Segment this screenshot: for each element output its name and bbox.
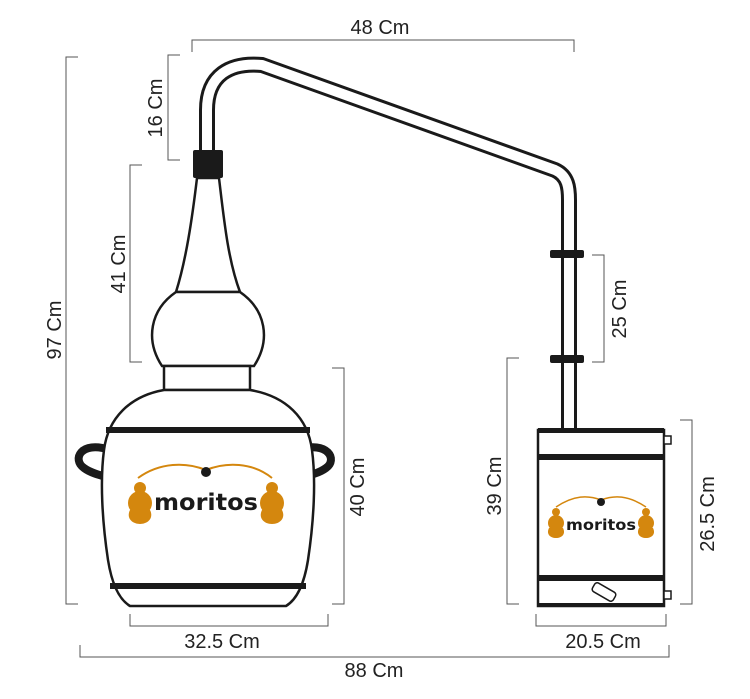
pipe-coupling-lower [550, 355, 584, 363]
condenser-band-upper [538, 454, 664, 460]
dimension-lines [65, 39, 693, 658]
condenser-total-height-label: 39 Cm [484, 457, 506, 516]
overall-width-label: 88 Cm [345, 660, 404, 682]
condenser: moritos [536, 428, 672, 608]
pot-logo-wordmark: moritos [154, 490, 258, 516]
pot-onion-helmet [150, 290, 266, 368]
pot-logo-flask-left-icon [128, 482, 152, 524]
pot-logo-flask-right-icon [260, 482, 284, 524]
pot-width-label: 32.5 Cm [184, 631, 260, 653]
pot-height-label: 40 Cm [347, 458, 369, 517]
total-height-label: 97 Cm [44, 301, 66, 360]
condenser-logo-flask-right-icon [637, 508, 655, 538]
top-width-label: 48 Cm [351, 17, 410, 39]
pot-band-lower [110, 583, 306, 589]
condenser-band-top [538, 428, 664, 433]
condenser-nozzle-top [663, 435, 672, 445]
dimension-labels: 48 Cm 16 Cm 41 Cm 97 Cm 40 Cm 32.5 Cm 25… [44, 17, 719, 682]
condenser-band-bottom [538, 603, 664, 607]
pipe-coupling-upper [550, 250, 584, 258]
condenser-spout [591, 582, 617, 602]
pot-band-upper [106, 427, 310, 433]
condenser-brand-logo: moritos [547, 496, 655, 538]
condenser-height-label: 26.5 Cm [697, 476, 719, 552]
condenser-logo-wordmark: moritos [566, 516, 636, 534]
condenser-nozzle-bottom [663, 590, 672, 600]
condenser-band-lower [538, 575, 664, 581]
swan-neck-height-label: 16 Cm [145, 79, 167, 138]
pot-column [174, 176, 242, 294]
condenser-logo-flask-left-icon [547, 508, 565, 538]
pot-boiler [100, 388, 316, 608]
swan-neck-pipe [193, 56, 584, 430]
pot-still: moritos [74, 176, 335, 608]
column-flange [193, 150, 223, 178]
pipe-vertical-label: 25 Cm [609, 280, 631, 339]
condenser-width-label: 20.5 Cm [565, 631, 641, 653]
column-height-label: 41 Cm [108, 235, 130, 294]
pot-neck [162, 364, 252, 392]
pot-brand-logo: moritos [128, 463, 284, 524]
